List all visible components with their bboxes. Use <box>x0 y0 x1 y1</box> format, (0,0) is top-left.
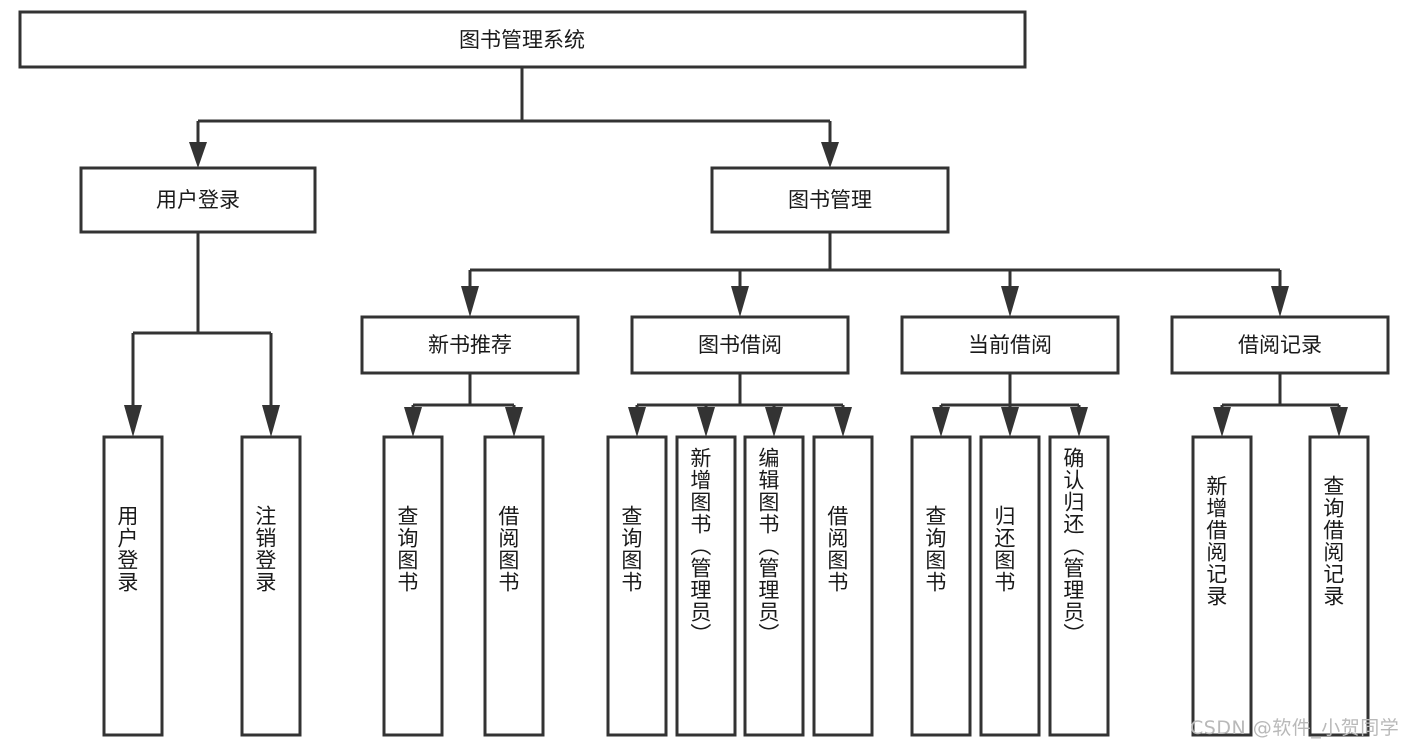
node-book-management-label: 图书管理 <box>788 188 872 212</box>
connector-group-borrow-record <box>1213 373 1348 437</box>
node-book-borrow[interactable]: 图书借阅 <box>630 315 850 375</box>
node-borrow-record-box[interactable] <box>1170 315 1390 375</box>
node-new-book-recommend-box[interactable] <box>360 315 580 375</box>
node-borrow-record[interactable]: 借阅记录 <box>1170 315 1390 375</box>
arrowhead-user-login <box>189 142 207 168</box>
connector-group-root <box>189 67 839 168</box>
node-new-book-recommend-label: 新书推荐 <box>428 333 512 357</box>
node-current-borrow-box[interactable] <box>900 315 1120 375</box>
node-leaf-query-book-3-box[interactable] <box>910 435 972 737</box>
arrowhead-new-book-recommend <box>461 286 479 317</box>
node-leaf-edit-book-box[interactable] <box>743 435 805 737</box>
arrowhead-book-borrow <box>731 286 749 317</box>
node-book-borrow-label: 图书借阅 <box>698 333 782 357</box>
node-root-box[interactable] <box>18 10 1027 69</box>
csdn-watermark: CSDN @软件_小贺同学 <box>1190 717 1400 739</box>
node-leaf-confirm-return-box[interactable] <box>1048 435 1110 737</box>
node-book-borrow-box[interactable] <box>630 315 850 375</box>
node-leaf-query-book-1-box[interactable] <box>382 435 444 737</box>
arrowhead-leaf-query-record <box>1330 407 1348 437</box>
arrowhead-leaf-add-record <box>1213 407 1231 437</box>
arrowhead-borrow-record <box>1271 286 1289 317</box>
node-leaf-query-book-2-box[interactable] <box>606 435 668 737</box>
connector-group-book-management <box>461 232 1289 317</box>
arrowhead-leaf-add-book <box>697 407 715 437</box>
node-book-management[interactable]: 图书管理 <box>710 166 950 234</box>
node-root[interactable]: 图书管理系统 <box>18 10 1027 69</box>
node-root-label: 图书管理系统 <box>459 28 585 52</box>
arrowhead-leaf-query-book-2 <box>628 407 646 437</box>
connector-group-new-book-recommend <box>404 373 523 437</box>
node-current-borrow-label: 当前借阅 <box>968 333 1052 357</box>
node-new-book-recommend[interactable]: 新书推荐 <box>360 315 580 375</box>
arrowhead-leaf-query-book-3 <box>932 407 950 437</box>
node-leaf-add-record-box[interactable] <box>1191 435 1253 737</box>
node-leaf-logout-login-box[interactable] <box>240 435 302 737</box>
node-book-management-box[interactable] <box>710 166 950 234</box>
connector-group-user-login <box>124 232 280 437</box>
connector-group-book-borrow <box>628 373 852 437</box>
node-leaf-borrow-book-1-box[interactable] <box>483 435 545 737</box>
node-leaf-borrow-book-2-box[interactable] <box>812 435 874 737</box>
node-leaf-add-book-box[interactable] <box>675 435 737 737</box>
node-leaf-user-login-box[interactable] <box>102 435 164 737</box>
arrowhead-book-management <box>821 142 839 168</box>
arrowhead-leaf-borrow-book-2 <box>834 407 852 437</box>
node-user-login[interactable]: 用户登录 <box>79 166 317 234</box>
connector-group-current-borrow <box>932 373 1088 437</box>
arrowhead-leaf-edit-book <box>765 407 783 437</box>
arrowhead-leaf-return-book <box>1001 407 1019 437</box>
arrowhead-leaf-confirm-return <box>1070 407 1088 437</box>
arrowhead-leaf-query-book-1 <box>404 407 422 437</box>
arrowhead-leaf-borrow-book-1 <box>505 407 523 437</box>
node-leaf-query-record-box[interactable] <box>1308 435 1370 737</box>
arrowhead-leaf-logout-login <box>262 405 280 437</box>
node-borrow-record-label: 借阅记录 <box>1238 333 1322 357</box>
node-leaf-return-book-box[interactable] <box>979 435 1041 737</box>
node-user-login-label: 用户登录 <box>156 188 240 212</box>
node-user-login-box[interactable] <box>79 166 317 234</box>
arrowhead-leaf-user-login <box>124 405 142 437</box>
node-current-borrow[interactable]: 当前借阅 <box>900 315 1120 375</box>
arrowhead-current-borrow <box>1001 286 1019 317</box>
